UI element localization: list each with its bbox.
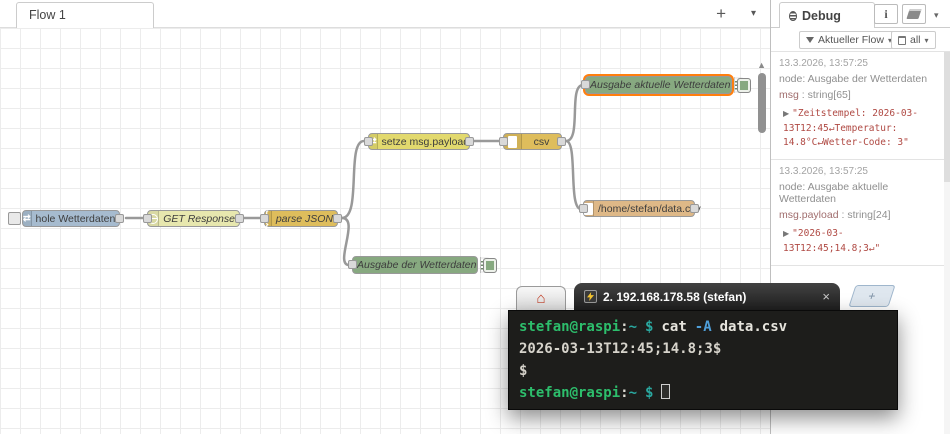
input-port[interactable] [581, 80, 590, 89]
input-port[interactable] [579, 203, 588, 213]
bug-icon [789, 10, 797, 21]
close-icon[interactable]: × [822, 289, 830, 304]
filter-label: Aktueller Flow [818, 34, 884, 46]
terminal-line-prompt: stefan@raspi:~$ [519, 382, 897, 404]
sidebar-header: Debug i ▾ [771, 0, 950, 28]
input-port[interactable] [348, 260, 357, 269]
chevron-down-icon: ▾ [887, 35, 892, 45]
clear-label: all [910, 34, 921, 46]
output-port[interactable] [235, 213, 244, 223]
sidebar-scrollbar[interactable] [944, 52, 950, 434]
debug-toggle-button[interactable] [483, 258, 497, 273]
flow-tabbar: Flow 1 + ▾ [0, 0, 770, 28]
inject-icon: ⇄ [23, 211, 32, 226]
debug-filter-button[interactable]: Aktueller Flow ▾ [799, 31, 899, 49]
input-port[interactable] [499, 136, 508, 146]
wire-json-change[interactable] [340, 139, 366, 220]
tab-debug[interactable]: Debug [779, 2, 875, 28]
node-label: setze msg.payload [381, 135, 470, 148]
terminal-window: ⌂ 2. 192.168.178.58 (stefan) × + stefan@… [508, 283, 898, 410]
terminal-cursor [661, 384, 671, 399]
node-change[interactable]: ⇄ setze msg.payload [364, 133, 474, 150]
input-port[interactable] [364, 136, 373, 146]
message-node: node: Ausgabe aktuelle Wetterdaten [779, 181, 889, 206]
message-value: ▶"Zeitstempel: 2026-03-13T12:45↵Temperat… [783, 108, 918, 149]
wire-json-debug[interactable] [340, 216, 351, 267]
terminal-new-tab-button[interactable]: + [848, 285, 896, 307]
putty-icon [584, 290, 597, 303]
message-property: msg.payload : string[24] [779, 209, 891, 222]
node-label: parse JSON [275, 212, 333, 225]
terminal-tab-title: 2. 192.168.178.58 (stefan) [603, 289, 747, 304]
debug-tab-label: Debug [802, 8, 841, 23]
node-json[interactable]: { } parse JSON [260, 209, 342, 229]
node-label: hole Wetterdaten [35, 212, 116, 225]
output-port[interactable] [333, 213, 342, 223]
output-port[interactable] [115, 213, 124, 223]
terminal-home-tab[interactable]: ⌂ [516, 286, 566, 310]
input-port[interactable] [260, 213, 269, 223]
terminal-tabbar: ⌂ 2. 192.168.178.58 (stefan) × + [508, 283, 898, 310]
node-file[interactable]: /home/stefan/data.csv [579, 200, 701, 217]
output-port[interactable] [557, 136, 566, 146]
message-timestamp: 13.3.2026, 13:57:25 [779, 58, 868, 69]
debug-message: 13.3.2026, 13:57:25 node: Ausgabe aktuel… [771, 160, 950, 266]
csv-file-icon [504, 134, 522, 149]
trash-icon [898, 35, 906, 45]
add-flow-button[interactable]: + [716, 4, 726, 23]
node-debug-current[interactable]: Ausgabe aktuelle Wetterdaten [581, 76, 745, 94]
node-http-request[interactable]: GET Response [143, 210, 244, 227]
tab-flow1[interactable]: Flow 1 [16, 2, 154, 28]
info-tab-button[interactable]: i [874, 4, 898, 24]
scroll-up-arrow-icon[interactable]: ▲ [757, 60, 766, 70]
wire-csv-debug[interactable] [564, 83, 585, 143]
help-tab-button[interactable] [902, 4, 926, 24]
terminal-session-tab[interactable]: 2. 192.168.178.58 (stefan) × [574, 283, 840, 310]
expand-triangle-icon[interactable]: ▶ [783, 109, 790, 118]
node-label: csv [533, 135, 550, 148]
node-label: GET Response [163, 212, 235, 225]
home-icon: ⌂ [536, 290, 546, 307]
node-debug-weather[interactable]: Ausgabe der Wetterdaten [348, 256, 491, 274]
node-inject[interactable]: ⇄ hole Wetterdaten [22, 210, 124, 227]
canvas-scrollbar-thumb[interactable] [758, 73, 766, 133]
new-tab-icon: + [866, 289, 878, 303]
node-csv[interactable]: csv [499, 133, 566, 150]
output-port[interactable] [465, 136, 474, 146]
debug-toggle-button[interactable] [737, 78, 751, 93]
file-icon [584, 201, 594, 216]
expand-triangle-icon[interactable]: ▶ [783, 229, 790, 239]
filter-funnel-icon [806, 37, 814, 43]
message-property: msg : string[65] [779, 89, 851, 101]
node-label: /home/stefan/data.csv [598, 202, 701, 215]
debug-toolbar: Aktueller Flow ▾ all ▾ [771, 28, 950, 52]
terminal-line-output: $ [519, 363, 528, 379]
message-value: ▶"2026-03-13T12:45;14.8;3↵" [783, 228, 881, 254]
wires-layer [124, 83, 585, 267]
chevron-down-icon: ▾ [924, 35, 929, 45]
message-node: node: Ausgabe der Wetterdaten [779, 73, 928, 85]
node-label: Ausgabe aktuelle Wetterdaten [590, 79, 731, 91]
node-label: Ausgabe der Wetterdaten [357, 259, 477, 271]
flow-list-chevron-icon[interactable]: ▾ [750, 8, 756, 19]
debug-clear-button[interactable]: all ▾ [891, 31, 936, 49]
flow-tab-label: Flow 1 [29, 8, 66, 22]
debug-message: 13.3.2026, 13:57:25 node: Ausgabe der We… [771, 52, 950, 161]
input-port[interactable] [143, 213, 152, 223]
inject-trigger-button[interactable] [8, 212, 21, 225]
output-port[interactable] [690, 203, 699, 213]
sidebar-menu-chevron-icon[interactable]: ▾ [934, 10, 939, 20]
wire-csv-file[interactable] [564, 139, 583, 211]
terminal-line-output: 2026-03-13T12:45;14.8;3$ [519, 341, 722, 357]
flow-editor: ⇄ hole Wetterdaten GET Response { } pars… [0, 0, 770, 434]
sidebar-scrollbar-thumb[interactable] [944, 52, 950, 182]
book-icon [906, 9, 922, 19]
message-timestamp: 13.3.2026, 13:57:25 [779, 166, 868, 178]
